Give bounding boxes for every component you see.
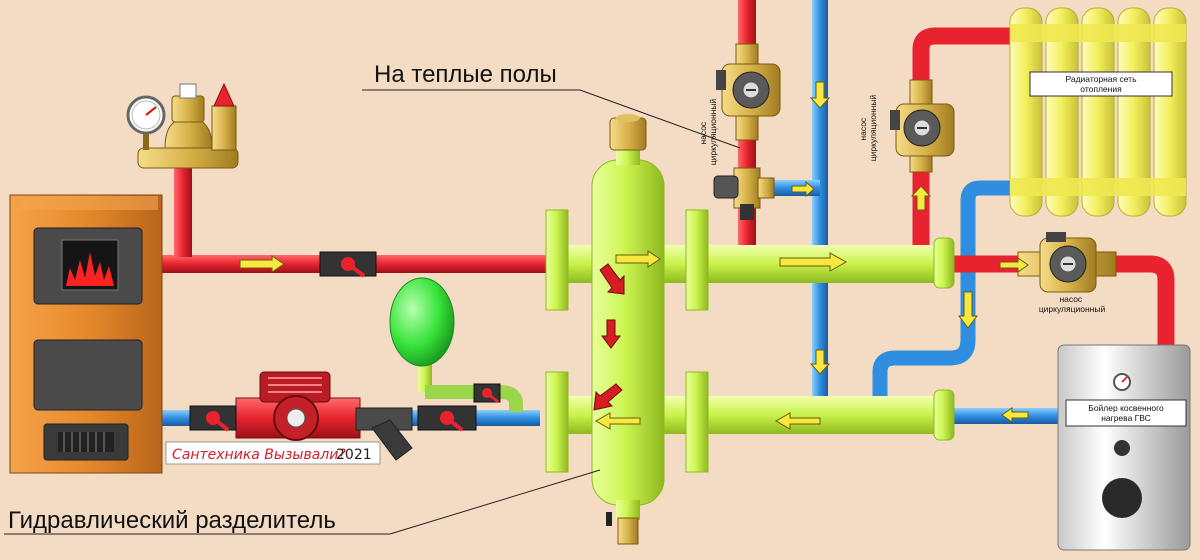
separator-callout-pointer: [389, 469, 601, 535]
indirect-boiler: Бойлер косвенного нагрева ГВС: [1057, 344, 1191, 551]
pump-icon: [1017, 232, 1117, 293]
arrow-icon: [593, 263, 625, 411]
pump-right-label: насос циркуляционный: [1039, 294, 1106, 314]
warm-floors-callout-pointer: [579, 89, 741, 149]
pump-icon: [890, 79, 955, 173]
ball-valve-icon[interactable]: [319, 251, 377, 278]
pump-top-label: насос циркуляционный: [698, 99, 718, 166]
ball-valve-icon[interactable]: [473, 383, 501, 404]
radiator-label-line2: отопления: [1080, 84, 1122, 94]
pump-middle-label: насос циркуляционный: [858, 95, 878, 162]
return-pump: [235, 371, 361, 441]
hot-safety-riser: [174, 165, 192, 257]
arrow-icon: [791, 81, 978, 375]
boiler-label-line2: нагрева ГВС: [1101, 413, 1151, 423]
arrow-icon: [239, 250, 1029, 430]
watermark-year: 2021: [336, 447, 372, 463]
ball-valve-icon[interactable]: [189, 405, 237, 432]
radiator-label-line1: Радиаторная сеть: [1065, 74, 1137, 84]
pressure-gauge-icon: [126, 95, 166, 135]
pump-icon: [716, 43, 781, 141]
safety-group: [126, 82, 239, 169]
warm-floors-label: На теплые полы: [374, 61, 557, 88]
mixing-valve: [713, 167, 775, 220]
ball-valve-icon[interactable]: [417, 405, 477, 432]
hot-radiator-supply-pipe: [912, 27, 1015, 245]
watermark-text: Сантехника Вызывали?: [172, 447, 346, 463]
separator-label: Гидравлический разделитель: [8, 507, 336, 534]
boiler-label-line1: Бойлер косвенного: [1088, 403, 1164, 413]
radiator: Радиаторная сеть отопления: [1009, 7, 1187, 217]
fire-icon: [66, 252, 114, 286]
solid-fuel-boiler: [9, 194, 163, 474]
cold-radiator-return-pipe: [872, 180, 1010, 400]
watermark-box: [165, 441, 381, 465]
cold-riser-pipe: [812, 0, 828, 410]
hot-boiler-supply-pipe: [950, 255, 1175, 345]
strainer: [355, 407, 413, 461]
hydraulic-separator: [545, 114, 955, 545]
